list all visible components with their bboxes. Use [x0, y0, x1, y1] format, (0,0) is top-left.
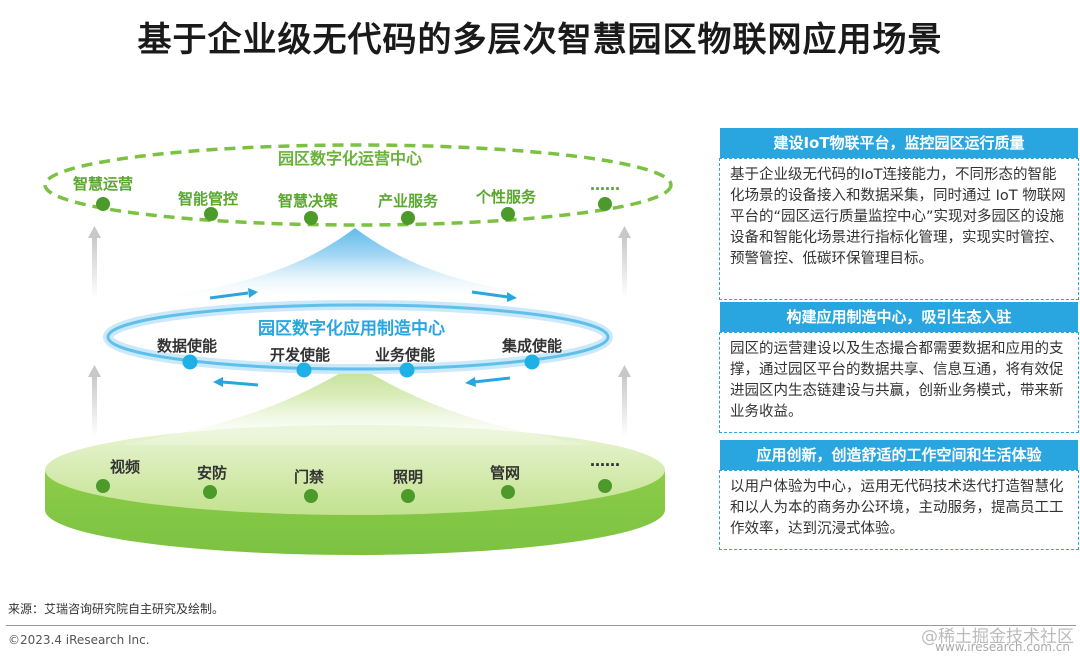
flow-arrows	[209, 288, 517, 387]
middle-ring-item: 数据使能	[157, 337, 218, 355]
top-ring	[43, 143, 673, 227]
panel-heading: 构建应用制造中心，吸引生态入驻	[720, 302, 1078, 332]
base-item: 安防	[197, 464, 228, 482]
top-ring-item: 智慧运营	[73, 175, 134, 193]
middle-ring-item: 业务使能	[375, 346, 436, 364]
copyright: ©2023.4 iResearch Inc.	[8, 633, 150, 647]
watermark: @稀土掘金技术社区	[921, 627, 1074, 647]
gray-arrow-left-lower	[88, 365, 101, 437]
panel-body: 基于企业级无代码的IoT连接能力，不同形态的智能化场景的设备接入和数据采集，同时…	[719, 158, 1079, 300]
base-item: 门禁	[294, 468, 325, 486]
middle-ring-dots	[182, 354, 540, 378]
panel-body: 园区的运营建设以及生态撮合都需要数据和应用的支撑，通过园区平台的数据共享、信息互…	[719, 332, 1079, 433]
top-ring-item: ……	[590, 176, 620, 194]
panel-body: 以用户体验为中心，运用无代码技术迭代打造智慧化和以人为本的商务办公环境，主动服务…	[719, 470, 1079, 550]
middle-ring	[106, 303, 610, 371]
middle-ring-title: 园区数字化应用制造中心	[258, 319, 445, 339]
source-note: 来源：艾瑞咨询研究院自主研究及绘制。	[8, 602, 225, 616]
top-ring-item: 智能管控	[178, 190, 239, 208]
middle-ring-item: 开发使能	[270, 346, 331, 364]
green-fountain	[120, 365, 590, 445]
top-ring-item: 智慧决策	[278, 192, 339, 210]
base-item: 管网	[490, 464, 521, 482]
top-ring-dots	[96, 197, 612, 225]
panel-heading: 应用创新，创造舒适的工作空间和生活体验	[720, 440, 1078, 470]
base-item: 照明	[393, 468, 424, 486]
base-dots	[96, 479, 612, 503]
panel-heading: 建设IoT物联平台，监控园区运行质量	[720, 128, 1078, 158]
top-ring-item: 产业服务	[378, 192, 439, 210]
base-item: 视频	[110, 458, 141, 476]
website-url: www.iresearch.com.cn	[935, 640, 1070, 654]
middle-ring-item: 集成使能	[502, 337, 563, 355]
gray-arrow-right-lower	[618, 365, 631, 437]
blue-fountain	[140, 228, 570, 298]
top-ring-item: 个性服务	[476, 188, 537, 206]
page-title: 基于企业级无代码的多层次智慧园区物联网应用场景	[137, 20, 943, 60]
footer-divider	[6, 625, 1076, 626]
gray-arrow-right-upper	[618, 226, 631, 298]
top-ring-title: 园区数字化运营中心	[278, 149, 423, 168]
base-item: ……	[590, 452, 620, 470]
gray-arrow-left-upper	[88, 226, 101, 298]
